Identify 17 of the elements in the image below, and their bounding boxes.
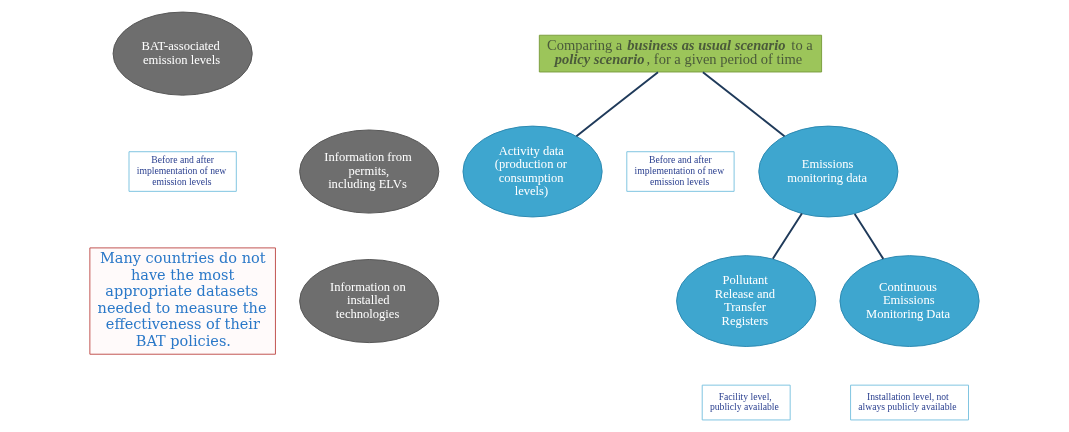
- node-ellipse: Activity data (production or consumption levels): [462, 125, 603, 218]
- node-box: Many countries do not have the most appropriate datasets needed to measure the effectiveness of their BAT policies.: [89, 247, 276, 355]
- connector: [771, 212, 803, 260]
- node-ellipse: Continuous Emissions Monitoring Data: [839, 255, 980, 347]
- connector: [575, 71, 659, 138]
- node-ellipse: Information from permits, including ELVs: [299, 129, 440, 214]
- connector: [701, 71, 786, 138]
- connector: [853, 212, 885, 260]
- node-ellipse: Emissions monitoring data: [758, 125, 899, 218]
- node-box: Installation level, not always publicly available: [850, 384, 969, 421]
- node-ellipse: Information on installed technologies: [299, 259, 440, 344]
- node-box: Before and after implementation of new emission levels: [128, 151, 237, 192]
- node-box: Before and after implementation of new emission levels: [626, 151, 735, 192]
- node-box: Comparing a business as usual scenario to a policy scenario, for a given period of time: [538, 34, 823, 73]
- node-ellipse: BAT-associated emission levels: [112, 11, 253, 96]
- node-ellipse: Pollutant Release and Transfer Registers: [676, 255, 817, 347]
- node-box: Facility level, publicly available: [701, 384, 791, 421]
